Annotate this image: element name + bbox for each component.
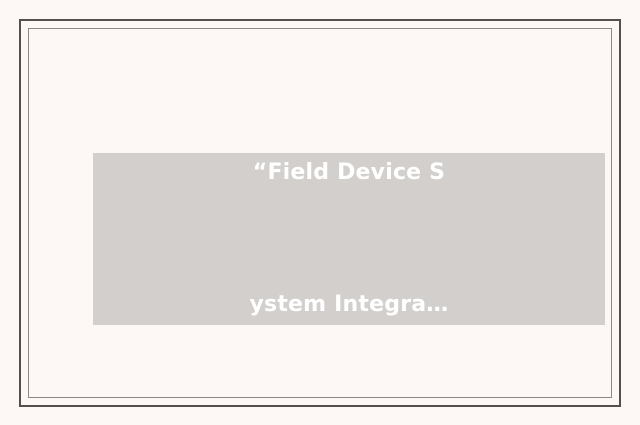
placeholder-caption-line-1: “Field Device S [252, 160, 446, 185]
image-placeholder-block: “Field Device S ystem Integra… [93, 153, 605, 325]
outer-frame-border [19, 19, 621, 407]
placeholder-caption: “Field Device S ystem Integra… [250, 153, 449, 325]
placeholder-caption-line-2: ystem Integra… [249, 292, 449, 317]
inner-frame-border: “Field Device S ystem Integra… [28, 28, 612, 398]
